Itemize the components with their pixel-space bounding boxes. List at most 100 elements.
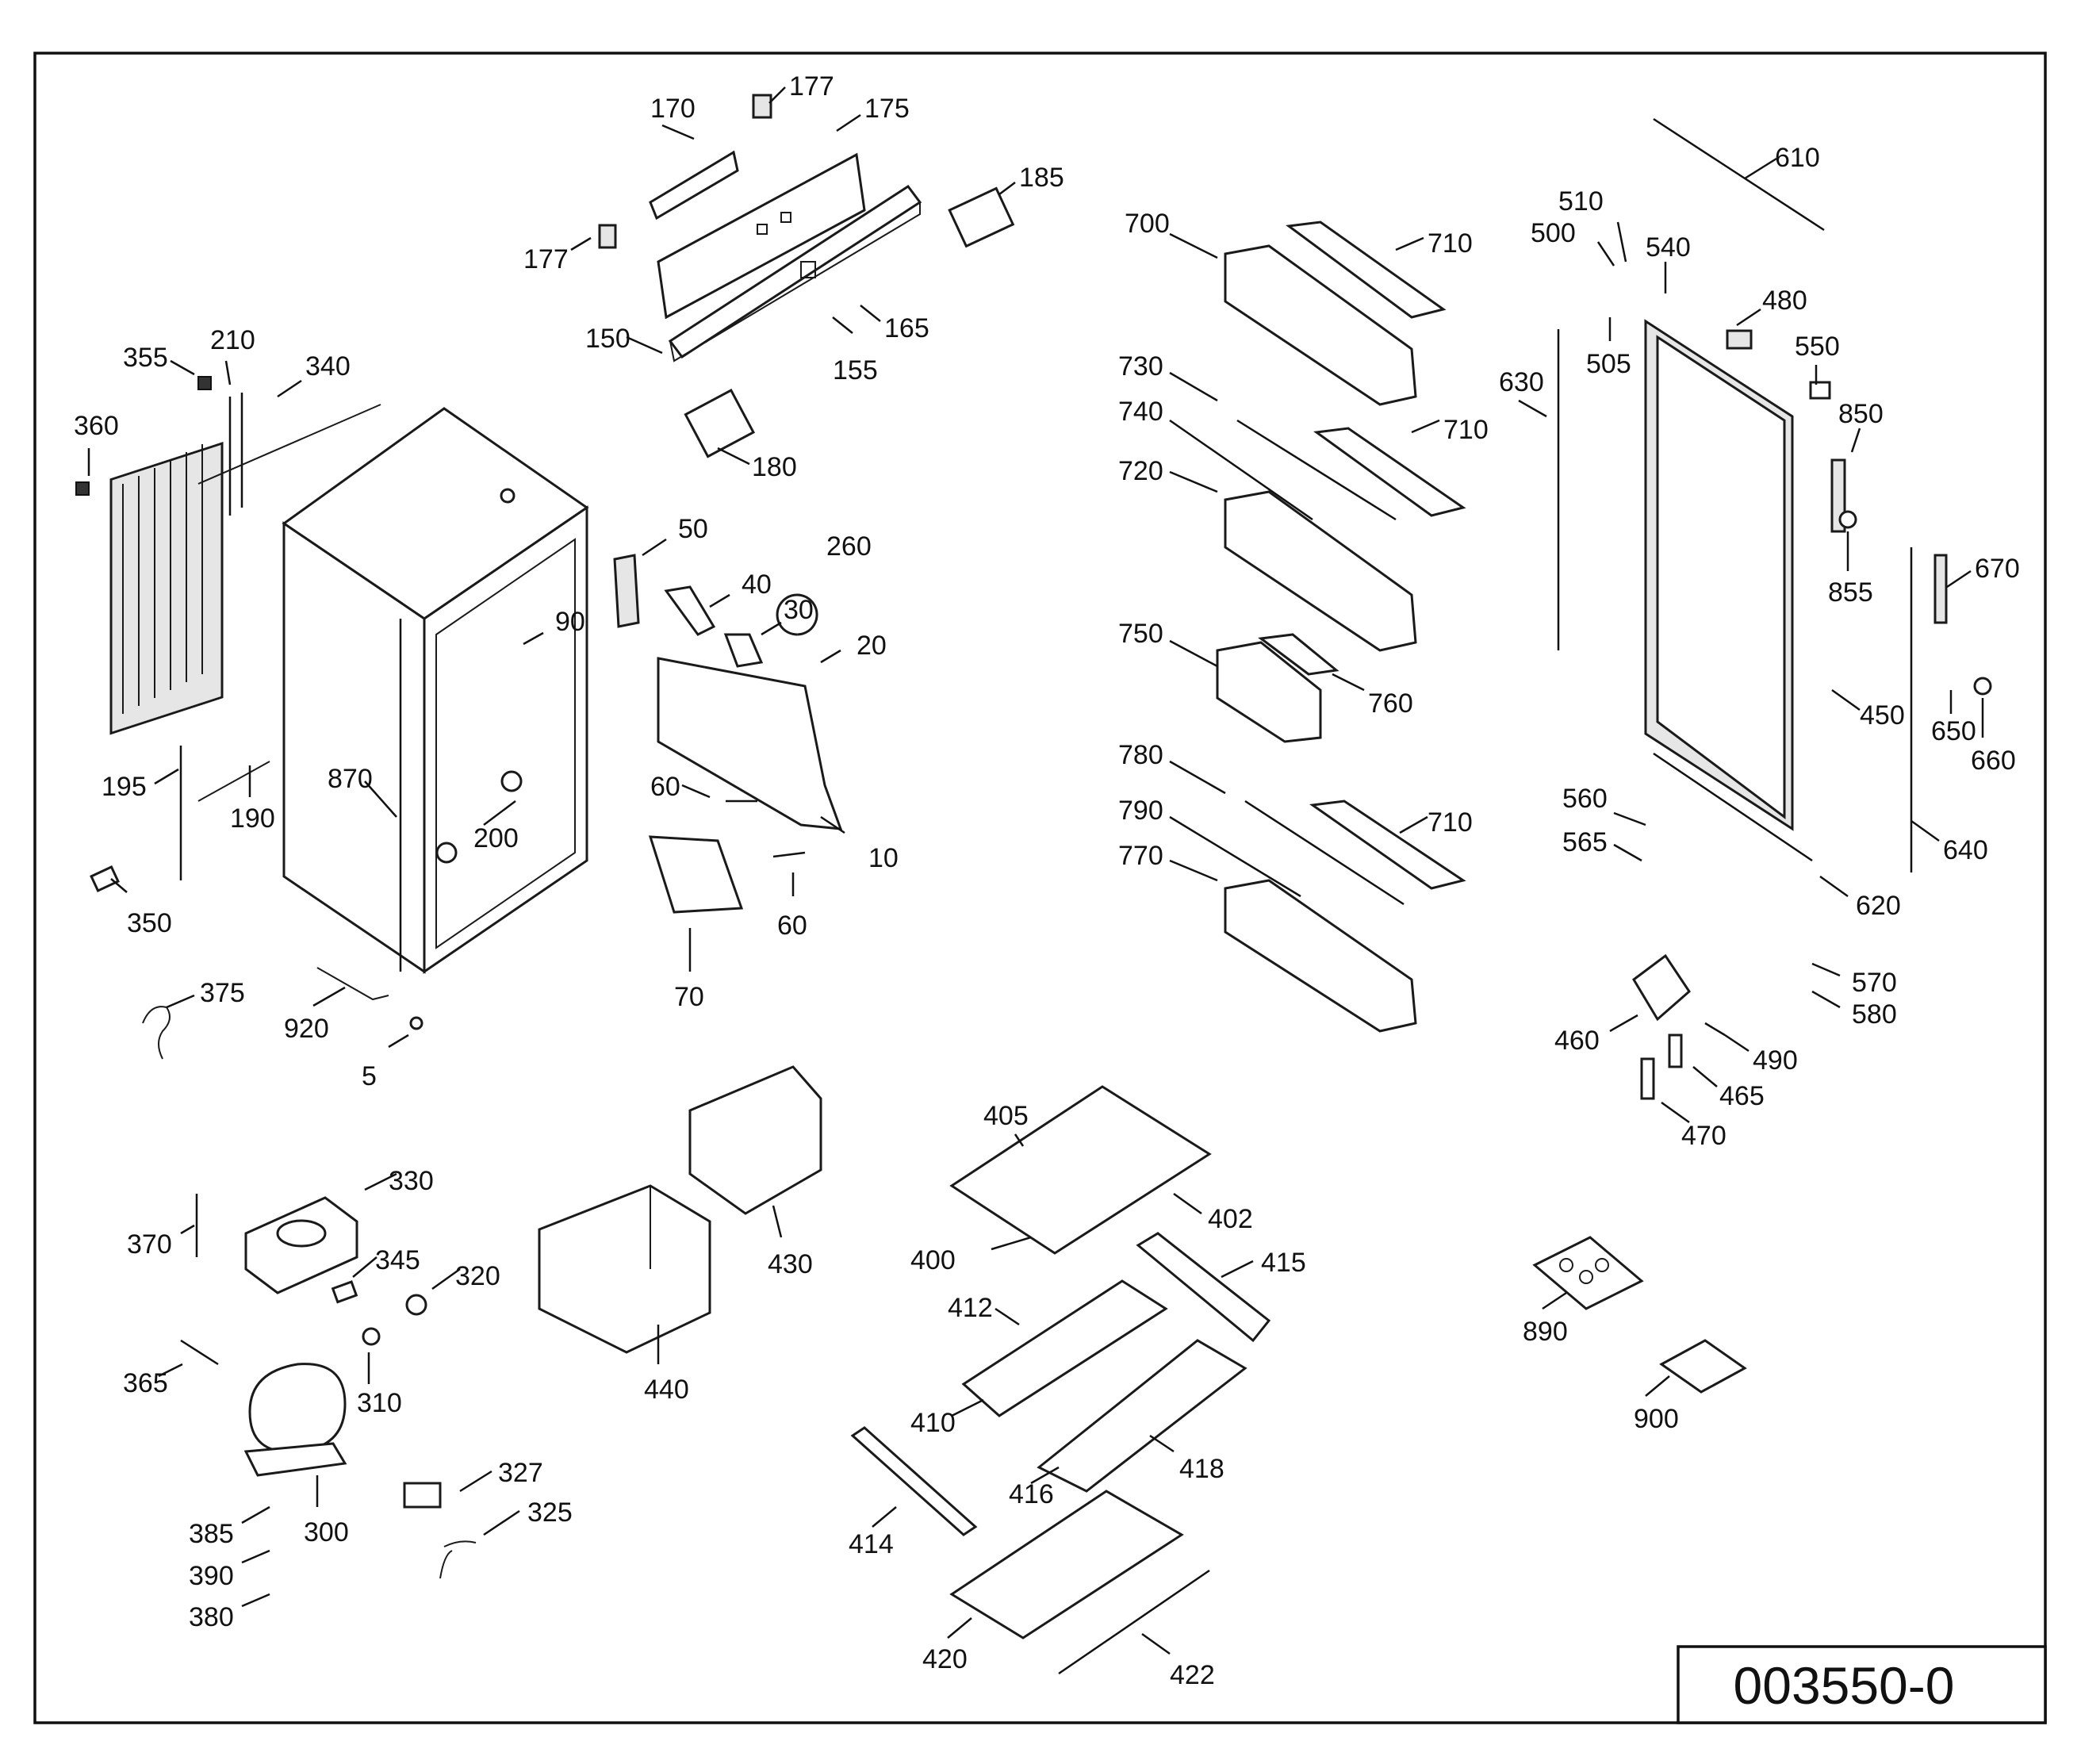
label-630: 630 xyxy=(1499,367,1544,397)
label-920: 920 xyxy=(284,1014,329,1044)
label-730: 730 xyxy=(1118,351,1163,382)
label-710: 710 xyxy=(1443,415,1489,445)
label-900: 900 xyxy=(1634,1404,1679,1434)
label-490: 490 xyxy=(1753,1045,1798,1076)
label-70: 70 xyxy=(674,982,704,1012)
label-415: 415 xyxy=(1261,1248,1306,1278)
label-365: 365 xyxy=(123,1368,168,1398)
label-855: 855 xyxy=(1828,577,1873,608)
label-410: 410 xyxy=(910,1408,956,1438)
condenser-coil xyxy=(75,376,243,880)
glass-shelves xyxy=(850,1085,1271,1675)
label-5: 5 xyxy=(362,1061,377,1091)
cabinet-body xyxy=(197,404,589,974)
label-50: 50 xyxy=(678,514,708,544)
label-155: 155 xyxy=(833,355,878,385)
label-610: 610 xyxy=(1775,143,1820,173)
label-430: 430 xyxy=(768,1249,813,1279)
label-30: 30 xyxy=(784,595,814,625)
label-440: 440 xyxy=(644,1375,689,1405)
label-390: 390 xyxy=(189,1561,234,1591)
label-790: 790 xyxy=(1118,796,1163,826)
label-210: 210 xyxy=(210,325,255,355)
label-325: 325 xyxy=(527,1497,573,1528)
label-760: 760 xyxy=(1368,688,1413,719)
label-380: 380 xyxy=(189,1602,234,1632)
label-90: 90 xyxy=(555,607,585,637)
drawing-number-box: 003550-0 xyxy=(1677,1645,2047,1724)
label-414: 414 xyxy=(849,1529,894,1559)
label-580: 580 xyxy=(1852,999,1897,1030)
label-180: 180 xyxy=(752,452,797,482)
label-60: 60 xyxy=(777,911,807,941)
label-400: 400 xyxy=(910,1245,956,1275)
label-370: 370 xyxy=(127,1229,172,1260)
drawing-frame xyxy=(33,52,2047,1724)
label-20: 20 xyxy=(857,631,887,661)
label-890: 890 xyxy=(1523,1317,1568,1347)
label-60: 60 xyxy=(650,772,680,802)
label-330: 330 xyxy=(389,1166,434,1196)
label-710: 710 xyxy=(1428,228,1473,259)
label-175: 175 xyxy=(864,94,910,124)
label-750: 750 xyxy=(1118,619,1163,649)
label-260: 260 xyxy=(826,531,872,562)
label-710: 710 xyxy=(1428,807,1473,838)
label-470: 470 xyxy=(1681,1121,1727,1151)
label-345: 345 xyxy=(375,1245,420,1275)
label-412: 412 xyxy=(948,1293,993,1323)
label-540: 540 xyxy=(1646,232,1691,263)
leader-lines xyxy=(87,86,1984,1655)
label-350: 350 xyxy=(127,908,172,938)
hinge-assembly xyxy=(1632,953,1726,1100)
label-190: 190 xyxy=(230,803,275,834)
label-402: 402 xyxy=(1208,1204,1253,1234)
label-450: 450 xyxy=(1860,700,1905,731)
label-770: 770 xyxy=(1118,841,1163,871)
label-550: 550 xyxy=(1795,332,1840,362)
label-310: 310 xyxy=(357,1388,402,1418)
part-drawings xyxy=(75,94,1992,1675)
label-405: 405 xyxy=(983,1101,1029,1131)
label-177: 177 xyxy=(523,244,569,274)
label-560: 560 xyxy=(1562,784,1608,814)
label-418: 418 xyxy=(1179,1454,1224,1484)
label-360: 360 xyxy=(74,411,119,441)
part-labels: 170 177 175 185 177 150 165 155 180 355 … xyxy=(74,71,2020,1690)
label-700: 700 xyxy=(1125,209,1170,239)
label-177: 177 xyxy=(789,71,834,102)
label-195: 195 xyxy=(102,772,147,802)
label-670: 670 xyxy=(1975,554,2020,584)
label-375: 375 xyxy=(200,978,245,1008)
egg-tray-and-butter-dish xyxy=(1532,1236,1747,1394)
label-720: 720 xyxy=(1118,456,1163,486)
label-870: 870 xyxy=(328,764,373,794)
label-620: 620 xyxy=(1856,891,1901,921)
label-165: 165 xyxy=(884,313,929,343)
label-500: 500 xyxy=(1531,218,1576,248)
misc-small-parts xyxy=(90,865,423,1060)
label-460: 460 xyxy=(1554,1026,1600,1056)
label-660: 660 xyxy=(1971,746,2016,776)
crisper-drawers xyxy=(538,1065,822,1354)
label-565: 565 xyxy=(1562,827,1608,857)
label-340: 340 xyxy=(305,351,351,382)
label-510: 510 xyxy=(1558,186,1604,217)
compressor-group xyxy=(180,1194,477,1579)
label-150: 150 xyxy=(585,324,630,354)
label-570: 570 xyxy=(1852,968,1897,998)
door-bins xyxy=(1216,220,1466,1033)
door-panel xyxy=(1557,117,1992,872)
drawing-number: 003550-0 xyxy=(1734,1656,1955,1715)
label-416: 416 xyxy=(1009,1479,1054,1509)
label-740: 740 xyxy=(1118,397,1163,427)
label-505: 505 xyxy=(1586,349,1631,379)
label-780: 780 xyxy=(1118,740,1163,770)
label-200: 200 xyxy=(473,823,519,853)
label-40: 40 xyxy=(742,569,772,600)
label-420: 420 xyxy=(922,1644,968,1674)
label-320: 320 xyxy=(455,1261,500,1291)
label-480: 480 xyxy=(1762,286,1807,316)
label-185: 185 xyxy=(1019,163,1064,193)
control-panel-assembly xyxy=(598,94,1015,458)
